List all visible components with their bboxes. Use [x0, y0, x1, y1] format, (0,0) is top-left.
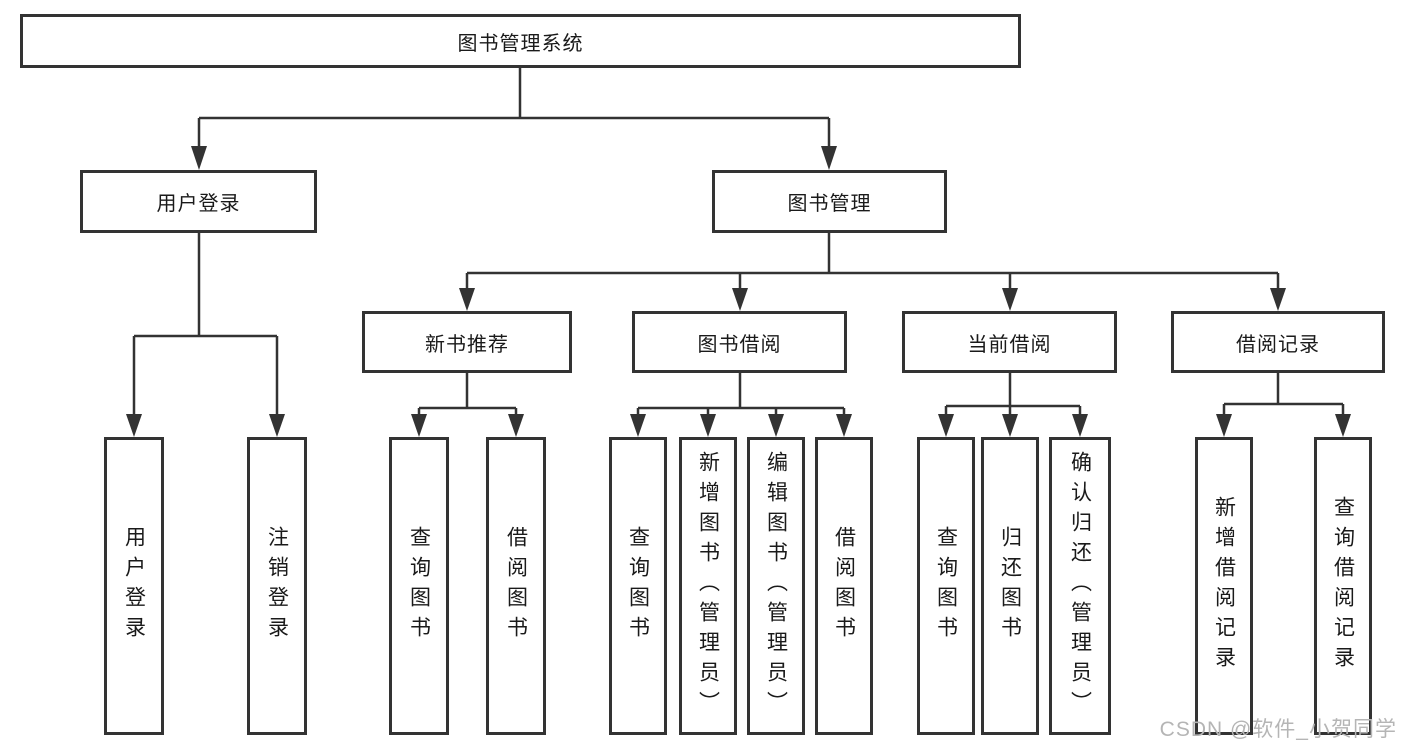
node-new-book-recommend-label: 新书推荐 — [425, 333, 509, 356]
leaf-borrow-query-book: 查询图书 — [609, 437, 667, 735]
node-user-login: 用户登录 — [80, 170, 317, 233]
leaf-confirm-return-admin-label: 确认归还（管理员） — [1068, 451, 1092, 721]
leaf-return-book-label: 归还图书 — [998, 526, 1022, 646]
node-book-borrow: 图书借阅 — [632, 311, 847, 373]
leaf-confirm-return-admin: 确认归还（管理员） — [1049, 437, 1111, 735]
node-borrow-records-label: 借阅记录 — [1236, 333, 1320, 356]
leaf-borrow-borrow-book: 借阅图书 — [815, 437, 873, 735]
leaf-logout-login: 注销登录 — [247, 437, 307, 735]
leaf-logout-login-label: 注销登录 — [265, 526, 289, 646]
node-current-borrow: 当前借阅 — [902, 311, 1117, 373]
node-new-book-recommend: 新书推荐 — [362, 311, 572, 373]
csdn-watermark: CSDN @软件_小贺同学 — [1159, 718, 1397, 741]
leaf-add-book-admin: 新增图书（管理员） — [679, 437, 737, 735]
leaf-recommend-query-book-label: 查询图书 — [407, 526, 431, 646]
node-root: 图书管理系统 — [20, 14, 1021, 68]
leaf-recommend-borrow-book-label: 借阅图书 — [504, 526, 528, 646]
node-book-management-label: 图书管理 — [787, 193, 872, 215]
node-root-label: 图书管理系统 — [457, 32, 584, 55]
leaf-borrow-query-book-label: 查询图书 — [626, 526, 650, 646]
leaf-user-login: 用户登录 — [104, 437, 164, 735]
leaf-query-borrow-record-label: 查询借阅记录 — [1331, 496, 1355, 676]
node-book-borrow-label: 图书借阅 — [697, 333, 782, 356]
leaf-current-query-book: 查询图书 — [917, 437, 975, 735]
leaf-current-query-book-label: 查询图书 — [934, 526, 958, 646]
leaf-edit-book-admin-label: 编辑图书（管理员） — [764, 451, 788, 721]
leaf-user-login-label: 用户登录 — [122, 526, 146, 646]
leaf-borrow-borrow-book-label: 借阅图书 — [832, 526, 856, 646]
leaf-query-borrow-record: 查询借阅记录 — [1314, 437, 1372, 735]
leaf-add-book-admin-label: 新增图书（管理员） — [696, 451, 720, 721]
node-user-login-label: 用户登录 — [156, 193, 241, 215]
node-borrow-records: 借阅记录 — [1171, 311, 1385, 373]
leaf-add-borrow-record-label: 新增借阅记录 — [1212, 496, 1236, 676]
node-current-borrow-label: 当前借阅 — [967, 333, 1052, 356]
leaf-add-borrow-record: 新增借阅记录 — [1195, 437, 1253, 735]
leaf-recommend-borrow-book: 借阅图书 — [486, 437, 546, 735]
leaf-return-book: 归还图书 — [981, 437, 1039, 735]
leaf-recommend-query-book: 查询图书 — [389, 437, 449, 735]
node-book-management: 图书管理 — [712, 170, 947, 233]
leaf-edit-book-admin: 编辑图书（管理员） — [747, 437, 805, 735]
